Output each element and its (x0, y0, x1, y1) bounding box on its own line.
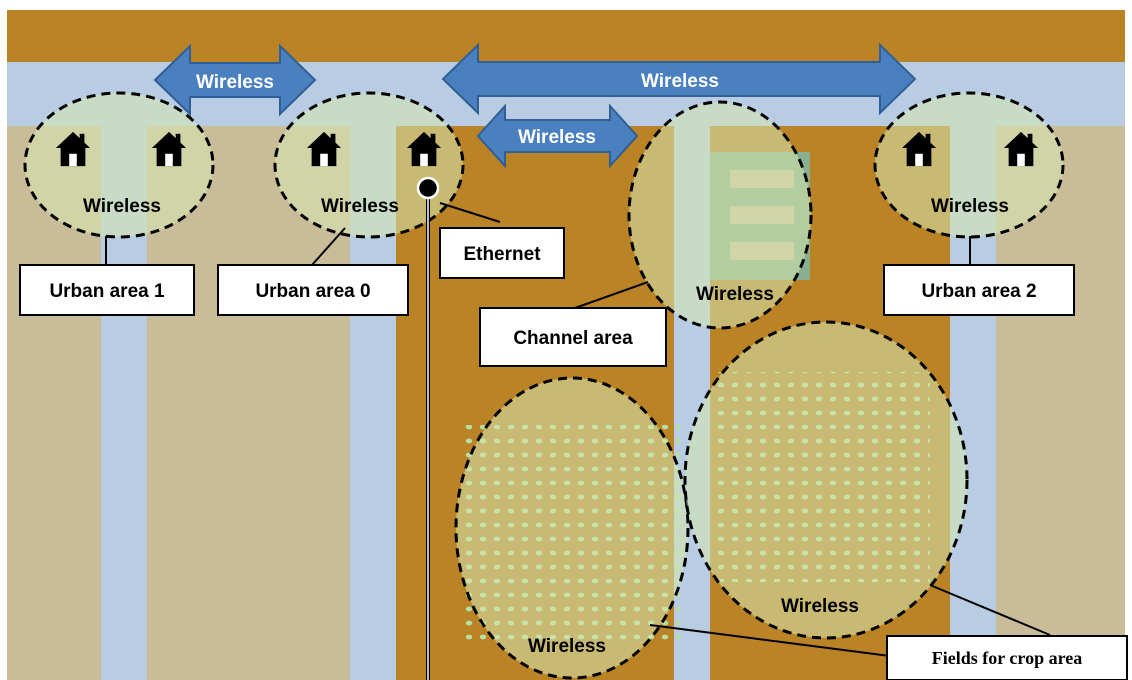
svg-text:Fields for crop area: Fields for crop area (932, 648, 1082, 668)
label-channel-area: Channel area (479, 307, 667, 367)
label-ethernet: Ethernet (439, 227, 565, 279)
svg-text:Urban area 2: Urban area 2 (921, 281, 1036, 302)
svg-text:Channel area: Channel area (513, 328, 633, 349)
label-urban-area-2: Urban area 2 (883, 264, 1075, 316)
label-urban-area-1: Urban area 1 (19, 264, 195, 316)
wireless-arrow-middle: Wireless (476, 103, 639, 169)
zone-channel-area (627, 100, 813, 330)
zone-urban-area-1 (23, 91, 215, 239)
label-urban-area-0: Urban area 0 (217, 264, 409, 316)
wireless-arrow-left: Wireless (153, 43, 317, 117)
zone-crop-left (454, 376, 690, 680)
zone-crop-right (683, 320, 969, 640)
zone-label-crop-right: Wireless (781, 596, 859, 617)
label-connectors (105, 202, 1051, 657)
svg-text:Urban area 0: Urban area 0 (255, 281, 370, 302)
top-earth-band (7, 10, 1125, 62)
svg-text:Urban area 1: Urban area 1 (49, 281, 165, 302)
wireless-arrow-label: Wireless (641, 71, 719, 92)
node-dot-icon (416, 176, 440, 200)
ethernet-cable (416, 176, 440, 680)
label-fields-for-crop-area: Fields for crop area (886, 635, 1128, 680)
zone-label-urban-1: Wireless (83, 196, 161, 217)
zone-label-urban-2: Wireless (931, 196, 1009, 217)
zone-urban-area-0 (273, 91, 465, 239)
zone-label-urban-0: Wireless (321, 196, 399, 217)
wireless-arrow-label: Wireless (518, 127, 596, 148)
zone-label-crop-left: Wireless (528, 636, 606, 657)
svg-text:Ethernet: Ethernet (463, 244, 541, 265)
wireless-arrow-top-right: Wireless (441, 42, 917, 116)
wireless-arrow-label: Wireless (196, 72, 274, 93)
zone-urban-area-2 (873, 91, 1065, 239)
zone-label-channel: Wireless (696, 284, 774, 305)
